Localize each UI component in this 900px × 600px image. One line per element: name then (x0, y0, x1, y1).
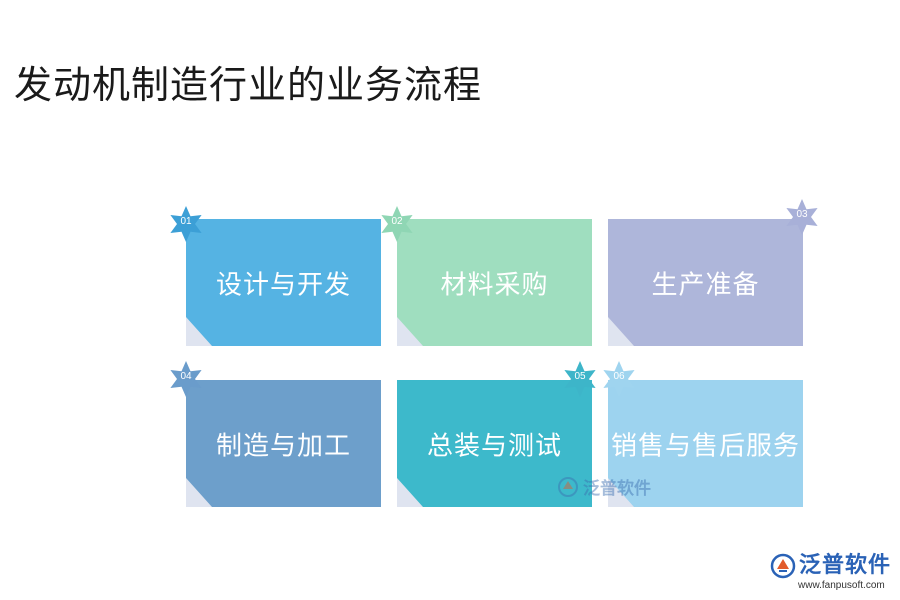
card-face (397, 380, 592, 507)
page-curl (397, 317, 423, 346)
step-card-2: 材料采购 (397, 219, 592, 346)
brand-logo-icon (770, 553, 796, 579)
brand-name: 泛普软件 (799, 553, 892, 578)
step-label: 总装与测试 (426, 431, 562, 461)
brand-logo: 泛普软件 www.fanpusoft.com (770, 553, 892, 591)
step-number: 05 (574, 371, 586, 382)
page-curl (608, 317, 634, 346)
step-badge-4: 04 (168, 361, 204, 397)
page-curl (186, 317, 212, 346)
star-badge-icon (786, 199, 818, 235)
step-card-5: 总装与测试 (397, 380, 592, 507)
step-badge-5: 05 (562, 361, 598, 397)
step-number: 06 (613, 371, 625, 382)
page-curl (397, 478, 423, 507)
step-label: 设计与开发 (215, 270, 351, 300)
card-face (397, 219, 592, 346)
step-label: 销售与售后服务 (610, 431, 800, 461)
card-face (186, 219, 381, 346)
star-badge-icon (170, 206, 202, 242)
step-number: 02 (391, 216, 403, 227)
star-badge-icon (381, 206, 413, 242)
star-badge-icon (564, 361, 596, 397)
step-number: 03 (796, 209, 808, 220)
page-curl (608, 478, 634, 507)
step-badge-3: 03 (784, 199, 820, 235)
brand-url: www.fanpusoft.com (798, 580, 885, 591)
step-label: 生产准备 (651, 270, 760, 300)
step-card-1: 设计与开发 (186, 219, 381, 346)
card-face (186, 380, 381, 507)
star-badge-icon (170, 361, 202, 397)
star-badge-icon (603, 361, 635, 397)
watermark: 泛普软件 (557, 474, 651, 499)
step-label: 制造与加工 (215, 431, 351, 461)
step-card-3: 生产准备 (608, 219, 803, 346)
step-badge-1: 01 (168, 206, 204, 242)
step-number: 04 (180, 371, 192, 382)
page-curl (186, 478, 212, 507)
step-card-6: 销售与售后服务 (608, 380, 803, 507)
watermark-text: 泛普软件 (583, 479, 651, 499)
brand-logo-icon (558, 476, 578, 497)
card-face (608, 380, 803, 507)
step-label: 材料采购 (440, 270, 549, 300)
card-face (608, 219, 803, 346)
page-title: 发动机制造行业的业务流程 (14, 63, 483, 107)
step-badge-2: 02 (379, 206, 415, 242)
step-badge-6: 06 (601, 361, 637, 397)
step-number: 01 (180, 216, 192, 227)
step-card-4: 制造与加工 (186, 380, 381, 507)
